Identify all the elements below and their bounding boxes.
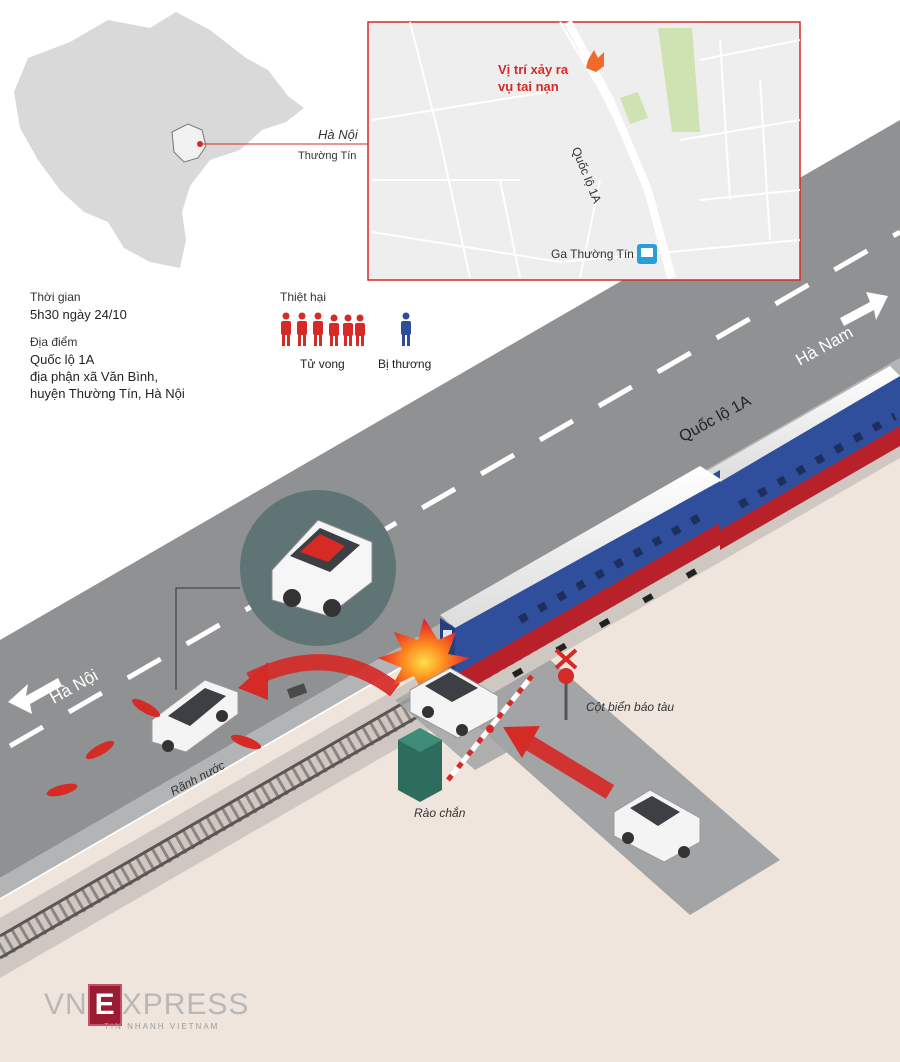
signal-label: Cột biển báo tàu	[586, 700, 675, 714]
direction-arrow-left	[8, 678, 62, 714]
death-icons	[281, 312, 365, 346]
logo-left: VN	[44, 988, 88, 1021]
lane-dashes	[8, 229, 900, 749]
map-province-label: Hà Nội	[318, 127, 358, 142]
direction-arrow-right	[840, 292, 888, 326]
deaths-label: Tử vong	[300, 357, 345, 371]
zoom-car	[271, 519, 373, 617]
logo-tagline: TIN NHANH VIETNAM	[104, 1022, 220, 1031]
victim-figures	[46, 698, 262, 797]
time-value: 5h30 ngày 24/10	[30, 307, 127, 322]
approach-arrow-head	[503, 726, 540, 758]
crashed-car	[409, 667, 499, 739]
location-line2: địa phận xã Văn Bình,	[30, 369, 158, 384]
map-station-label: Ga Thường Tín	[551, 247, 634, 261]
injured-label: Bị thương	[378, 357, 432, 371]
map-accident-label-line2: vụ tai nạn	[498, 79, 559, 94]
location-line1: Quốc lộ 1A	[30, 352, 95, 367]
injured-icon	[401, 312, 411, 346]
slide-arrow	[246, 654, 400, 697]
detail-map	[367, 20, 801, 281]
barrier-box	[398, 728, 442, 802]
logo-letter: E	[87, 984, 122, 1026]
location-line3: huyện Thường Tín, Hà Nội	[30, 386, 185, 401]
signal-post	[554, 648, 578, 720]
thrown-car	[151, 679, 239, 753]
zoom-connector	[175, 587, 240, 690]
train	[440, 366, 900, 703]
map-district-label: Thường Tín	[298, 150, 357, 162]
slide-arrow-head	[238, 662, 268, 700]
damage-heading: Thiệt hại	[280, 290, 327, 304]
barrier-label: Rào chắn	[414, 806, 466, 820]
time-heading: Thời gian	[30, 290, 81, 304]
approaching-car	[613, 789, 701, 863]
location-heading: Địa điểm	[30, 335, 78, 349]
map-accident-label-line1: Vị trí xảy ra	[498, 62, 569, 77]
drain-debris	[286, 683, 308, 699]
logo-right: XPRESS	[121, 988, 250, 1021]
approach-arrow	[523, 735, 615, 799]
map-accident-label: Vị trí xảy ra vụ tai nạn	[498, 61, 568, 95]
location-value: Quốc lộ 1A địa phận xã Văn Bình, huyện T…	[30, 351, 185, 402]
vietnam-north-map	[14, 12, 370, 268]
